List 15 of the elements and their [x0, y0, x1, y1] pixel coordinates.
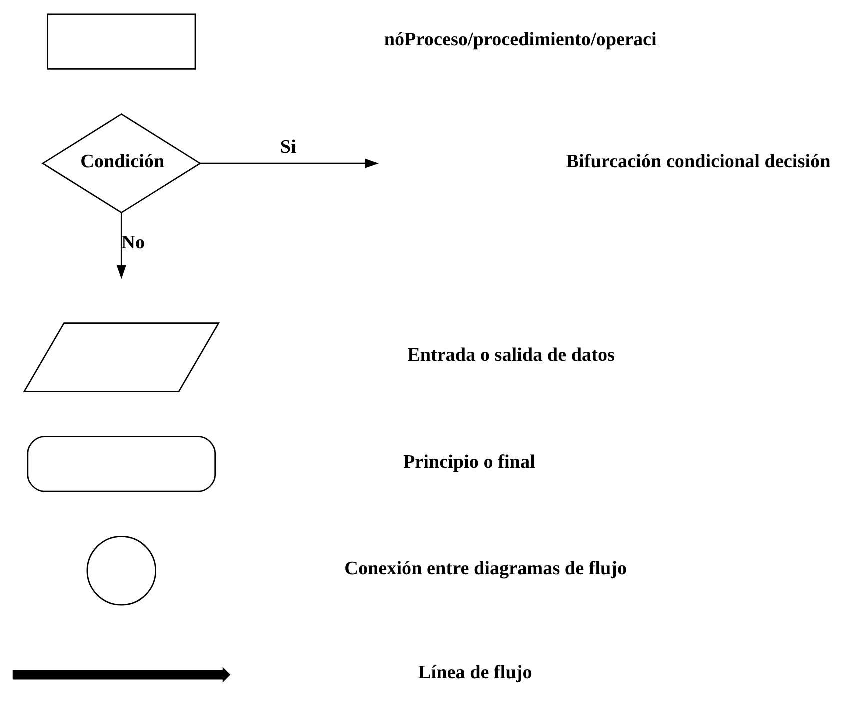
node-circle: [86, 536, 157, 606]
arrow: [116, 212, 126, 279]
label: nóProceso/procedimiento/operaci: [384, 29, 657, 50]
edge-label: Si: [280, 136, 296, 158]
node-stadium: [27, 436, 216, 492]
node-arrow: [12, 666, 231, 682]
label: Conexión entre diagramas de flujo: [344, 558, 628, 580]
label: Bifurcación condicional decisión: [566, 150, 831, 172]
arrow: [200, 158, 379, 168]
label: Entrada o salida de datos: [408, 344, 615, 366]
node-box: [47, 13, 196, 70]
label: Línea de flujo: [418, 662, 532, 684]
node-diamond: Condición: [42, 113, 202, 214]
label: Principio o final: [403, 451, 536, 472]
node-parallelogram: [23, 322, 220, 392]
